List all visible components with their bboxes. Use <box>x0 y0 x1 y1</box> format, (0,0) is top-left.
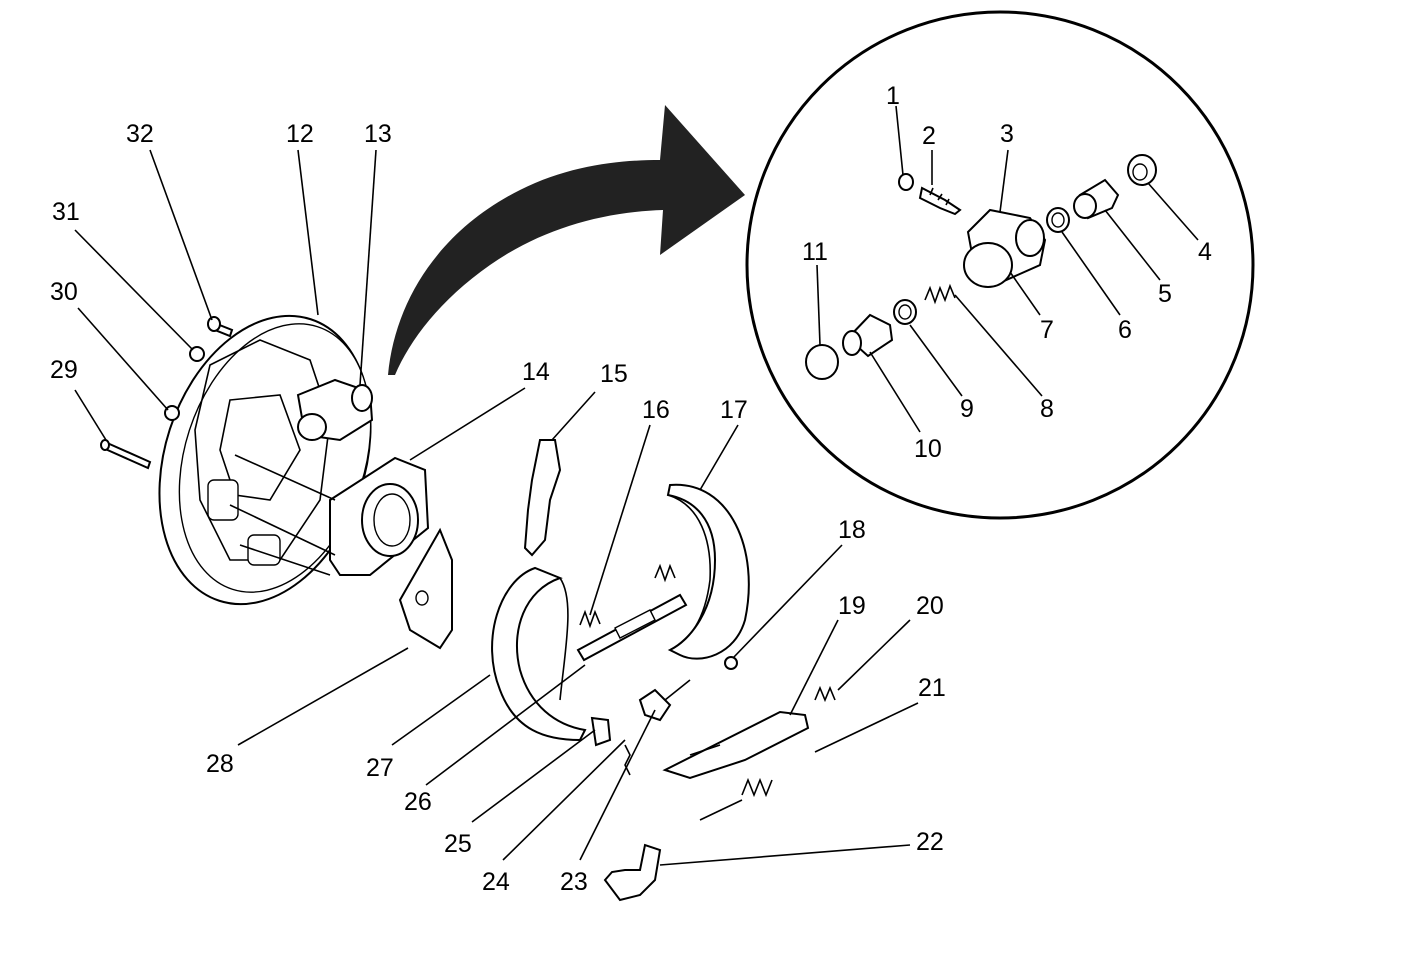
part-31-nut <box>189 346 205 362</box>
part-2-bleeder-valve <box>918 186 962 216</box>
callout-12: 12 <box>286 120 314 148</box>
callout-14: 14 <box>522 358 550 386</box>
callout-7: 7 <box>1040 316 1054 344</box>
part-18-clip <box>724 656 738 670</box>
part-14-retainer <box>229 454 430 576</box>
part-29-bolt <box>100 439 152 470</box>
callout-24: 24 <box>482 868 510 896</box>
callout-6: 6 <box>1118 316 1132 344</box>
callout-17: 17 <box>720 396 748 424</box>
callout-26: 26 <box>404 788 432 816</box>
callout-28: 28 <box>206 750 234 778</box>
part-9-seal <box>893 299 917 325</box>
callout-25: 25 <box>444 830 472 858</box>
callout-1: 1 <box>886 82 900 110</box>
callout-32: 32 <box>126 120 154 148</box>
part-27-brake-shoe <box>491 566 587 742</box>
callout-2: 2 <box>922 122 936 150</box>
part-5-piston <box>1073 178 1120 220</box>
callout-3: 3 <box>1000 120 1014 148</box>
part-25-clip <box>590 716 612 747</box>
callout-31: 31 <box>52 198 80 226</box>
detail-arrow <box>388 105 745 375</box>
callout-29: 29 <box>50 356 78 384</box>
part-23-link <box>638 679 691 722</box>
callout-11: 11 <box>802 238 828 266</box>
part-10-piston <box>842 313 894 358</box>
callout-22: 22 <box>916 828 944 856</box>
callout-8: 8 <box>1040 395 1054 423</box>
part-13-wheel-cylinder-assembly <box>296 378 374 442</box>
callout-9: 9 <box>960 395 974 423</box>
callout-20: 20 <box>916 592 944 620</box>
callout-15: 15 <box>600 360 628 388</box>
part-6-seal <box>1046 207 1070 233</box>
part-1-bleeder-cap <box>898 173 914 191</box>
part-21-spring <box>699 777 773 821</box>
part-16-spring <box>579 563 676 629</box>
part-26-adjuster <box>576 593 688 662</box>
callout-5: 5 <box>1158 280 1172 308</box>
part-15-lever <box>523 439 562 557</box>
part-24-spring <box>624 744 631 776</box>
part-32-bolt <box>207 316 234 338</box>
callout-16: 16 <box>642 396 670 424</box>
part-11-boot <box>805 344 839 380</box>
part-28-shield <box>398 527 453 650</box>
callout-10: 10 <box>914 435 942 463</box>
callout-19: 19 <box>838 592 866 620</box>
callout-27: 27 <box>366 754 394 782</box>
callout-30: 30 <box>50 278 78 306</box>
part-20-spring <box>814 685 836 703</box>
callout-21: 21 <box>918 674 946 702</box>
part-19-lever <box>662 710 810 780</box>
callout-23: 23 <box>560 868 588 896</box>
callout-18: 18 <box>838 516 866 544</box>
callout-4: 4 <box>1198 238 1212 266</box>
part-7-wheel-cylinder <box>963 208 1047 288</box>
part-22-bracket <box>603 843 662 902</box>
part-17-brake-shoe <box>666 483 750 660</box>
part-4-boot <box>1127 154 1157 186</box>
callout-13: 13 <box>364 120 392 148</box>
part-8-spring <box>924 283 956 305</box>
